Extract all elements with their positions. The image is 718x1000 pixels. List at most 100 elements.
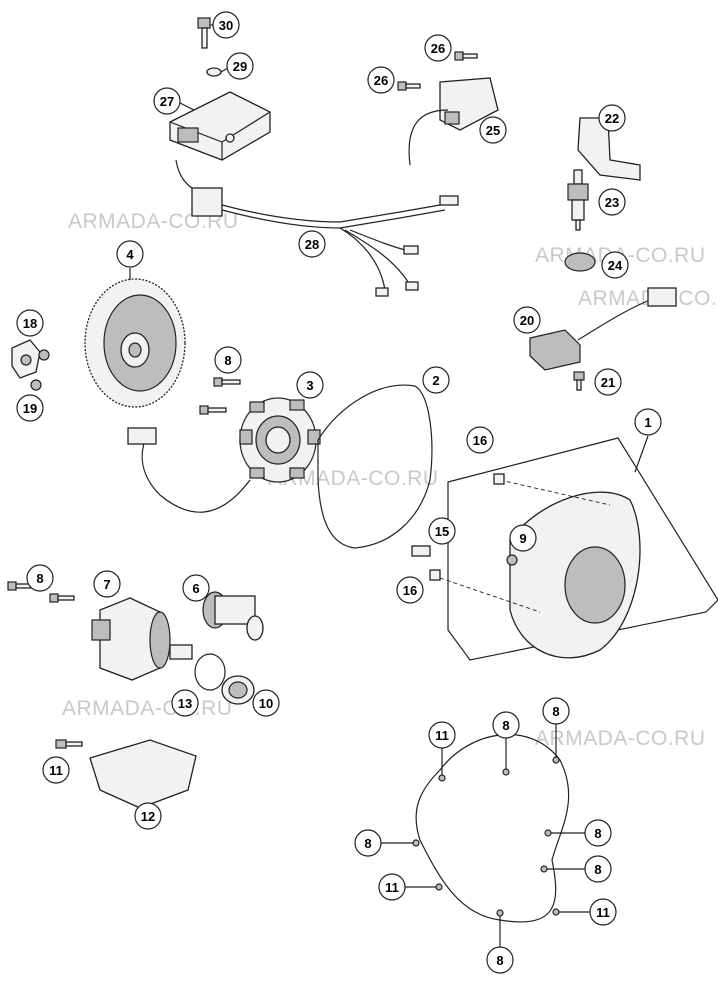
svg-text:6: 6	[192, 581, 199, 596]
callout-8-gasket-left1: 8	[354, 829, 414, 857]
svg-text:1: 1	[644, 415, 651, 430]
svg-text:9: 9	[519, 531, 526, 546]
bolt-26b	[397, 81, 421, 91]
wiring-harness-28	[175, 159, 459, 297]
svg-text:29: 29	[233, 59, 247, 74]
callout-26a: 26	[424, 34, 452, 62]
bolt	[38, 349, 50, 361]
callout-9: 9	[509, 524, 537, 552]
callout-11-starter: 11	[42, 756, 70, 784]
stator-cover-gasket-2	[317, 384, 433, 549]
svg-text:13: 13	[178, 696, 192, 711]
svg-text:8: 8	[594, 826, 601, 841]
svg-text:21: 21	[601, 375, 615, 390]
svg-text:26: 26	[374, 73, 388, 88]
bolt-30	[197, 17, 211, 49]
svg-text:11: 11	[596, 905, 610, 920]
plug-9	[506, 554, 518, 566]
spacer-16	[429, 569, 441, 581]
callout-29: 29	[220, 52, 254, 80]
spark-plug-23	[567, 169, 589, 231]
callout-8-gasket-left2: 11	[378, 873, 437, 901]
watermark: ARMADA-CO.RU	[535, 727, 706, 750]
bolt-26a	[454, 51, 478, 61]
flywheel-4	[84, 278, 186, 408]
svg-text:11: 11	[49, 763, 63, 778]
callout-30: 30	[210, 11, 240, 39]
callout-12: 12	[134, 802, 162, 830]
svg-text:26: 26	[431, 41, 445, 56]
callout-2: 2	[422, 366, 450, 394]
callout-18: 18	[16, 309, 44, 337]
callout-8-gasket-right1: 8	[550, 819, 612, 847]
callout-13: 13	[171, 689, 199, 717]
svg-text:15: 15	[435, 524, 449, 539]
callout-25: 25	[479, 116, 507, 144]
callout-23: 23	[598, 188, 626, 216]
bolt-11	[55, 739, 83, 749]
svg-text:8: 8	[502, 718, 509, 733]
callout-21: 21	[594, 368, 622, 396]
watermark: ARMADA-CO.RU	[268, 467, 439, 490]
svg-text:8: 8	[224, 353, 231, 368]
callout-8-gasket-top2: 8	[542, 697, 570, 758]
callout-1: 1	[634, 408, 662, 473]
callout-3: 3	[296, 371, 324, 399]
callout-11-gasket-right: 11	[558, 898, 617, 926]
bolt-8	[49, 593, 75, 603]
svg-text:8: 8	[496, 953, 503, 968]
svg-text:25: 25	[486, 123, 500, 138]
callout-8-gasket-bottom: 8	[486, 915, 514, 974]
pickup-sensor-18	[11, 339, 41, 379]
ignition-coil-25	[408, 77, 499, 166]
watermark: ARMADA-CO.RU	[62, 697, 233, 720]
svg-text:8: 8	[364, 836, 371, 851]
callout-labels: 30 29 27 28 26 26 25 22 23 24 20 21 4 18…	[16, 11, 662, 974]
svg-text:4: 4	[126, 247, 134, 262]
stator-3	[127, 397, 321, 513]
svg-text:11: 11	[385, 880, 399, 895]
svg-text:16: 16	[473, 433, 487, 448]
svg-text:2: 2	[432, 373, 439, 388]
svg-text:16: 16	[403, 583, 417, 598]
clutch-cover-gasket	[415, 734, 570, 923]
svg-text:8: 8	[594, 862, 601, 877]
callout-16b: 16	[396, 576, 424, 604]
svg-text:30: 30	[219, 18, 233, 33]
o-ring-13	[194, 653, 226, 691]
bolt-21	[573, 371, 585, 391]
bolt	[30, 379, 42, 391]
washer-29	[206, 67, 222, 77]
callout-11-gasket-top: 11	[428, 721, 456, 775]
callout-26b: 26	[367, 66, 395, 94]
ignition-cover-group-1	[439, 437, 718, 661]
callout-28: 28	[298, 230, 326, 258]
callout-16a: 16	[466, 426, 494, 454]
gasket-hole-markers	[412, 756, 560, 917]
bushing-10	[221, 675, 255, 705]
starter-motor-7	[91, 597, 193, 681]
callout-4: 4	[116, 240, 144, 280]
svg-text:8: 8	[36, 571, 43, 586]
svg-text:20: 20	[520, 313, 534, 328]
svg-text:3: 3	[306, 378, 313, 393]
svg-text:23: 23	[605, 195, 619, 210]
svg-text:8: 8	[552, 704, 559, 719]
callout-8-gasket-top1: 8	[492, 711, 520, 770]
callout-22: 22	[598, 104, 626, 132]
callout-27: 27	[153, 87, 195, 115]
callout-8-left: 8	[26, 564, 54, 592]
svg-text:28: 28	[305, 237, 319, 252]
bolt-8	[199, 405, 227, 415]
callout-8-gasket-right2: 8	[546, 855, 612, 883]
callout-24: 24	[601, 251, 629, 279]
spacer-16	[493, 473, 505, 485]
starter-cover-12	[89, 739, 197, 809]
cdi-unit-27	[169, 91, 271, 161]
svg-text:7: 7	[103, 577, 110, 592]
svg-text:22: 22	[605, 111, 619, 126]
callout-7: 7	[93, 570, 121, 598]
svg-text:19: 19	[23, 401, 37, 416]
svg-text:24: 24	[608, 258, 623, 273]
